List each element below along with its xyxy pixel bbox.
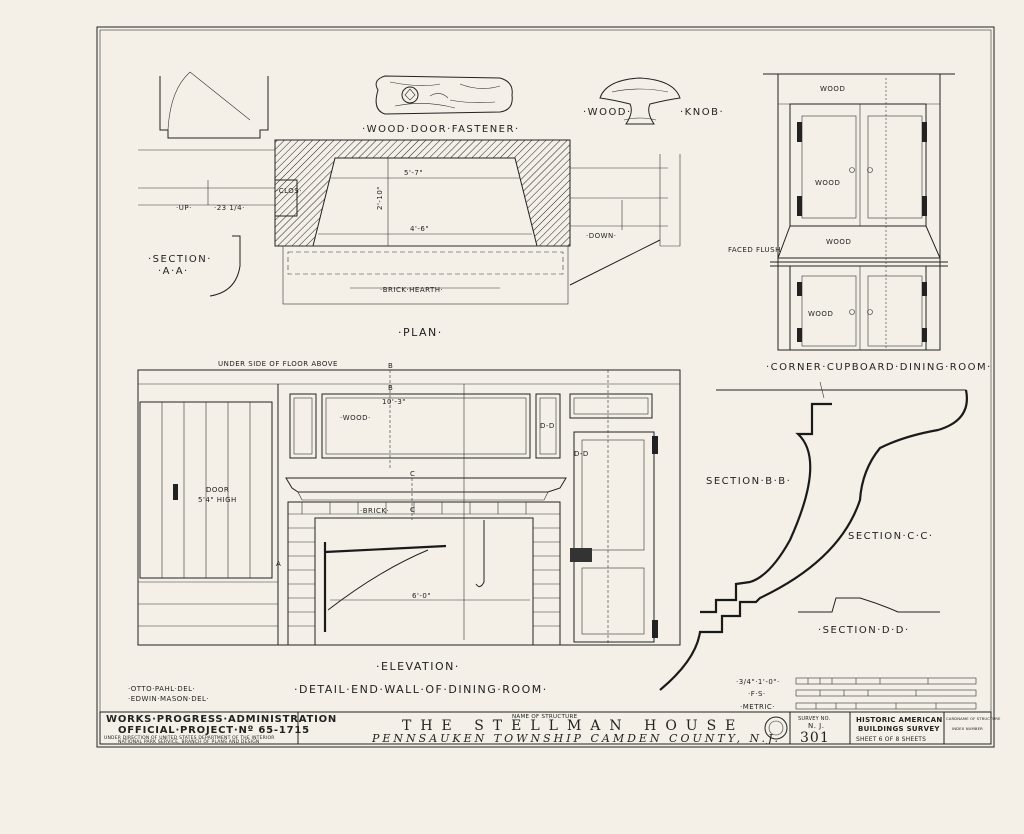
sheet-border <box>96 26 995 748</box>
wood-panel-label: ·WOOD· <box>340 414 371 422</box>
delineator-1: ·OTTO·PAHL·DEL· <box>128 685 195 693</box>
door-high-label: 5'4" HIGH <box>198 496 237 504</box>
section-bb-label: SECTION·B·B· <box>706 476 791 487</box>
index-caption-2: INDEX NUMBER <box>952 726 983 731</box>
agency-line-2: OFFICIAL·PROJECT·Nº 65-1715 <box>118 725 310 736</box>
agency-line-4: NATIONAL PARK SERVICE, BRANCH OF PLANS A… <box>118 739 259 745</box>
down-label: ·DOWN· <box>586 232 617 240</box>
faced-flush-label: FACED FLUSH <box>728 246 781 254</box>
cupboard-wood-low-label: WOOD <box>808 310 833 318</box>
section-aa-sub-label: ·A·A· <box>158 266 189 277</box>
section-aa-label: ·SECTION· <box>148 254 212 265</box>
structure-name-caption: NAME OF STRUCTURE <box>512 714 578 720</box>
sheet-number: SHEET 6 OF 8 SHEETS <box>856 736 926 743</box>
index-caption-1: CARDNAME OF STRUCTURE <box>946 716 1001 721</box>
scale-metric-label: ·METRIC· <box>740 703 775 711</box>
dd-mark-2: D-D <box>574 450 589 458</box>
elevation-dim-60: 6'-0" <box>412 592 431 600</box>
molding-sections-drawing <box>659 381 968 691</box>
dd-mark: D-D <box>540 422 555 430</box>
c-mark-2: C <box>410 506 415 514</box>
up-dim-label: ·23 1/4· <box>214 204 245 212</box>
elevation-label: ·ELEVATION· <box>376 660 460 673</box>
brick-hearth-label: ·BRICK·HEARTH· <box>380 286 443 294</box>
scale-fs-label: ·F·S· <box>748 690 766 698</box>
wood-knob-drawing <box>599 77 681 125</box>
agency-line-3: UNDER DIRECTION OF UNITED STATES DEPARTM… <box>104 735 275 741</box>
plan-dim-46: 4'-6" <box>410 225 429 233</box>
brick-label: ·BRICK· <box>360 507 389 515</box>
delineator-2: ·EDWIN·MASON·DEL· <box>128 695 209 703</box>
agency-line-1: WORKS·PROGRESS·ADMINISTRATION <box>106 714 337 725</box>
cupboard-wood-mid-label: WOOD <box>815 179 840 187</box>
elevation-dim-103: 10'-3" <box>382 398 406 406</box>
detail-end-wall-label: ·DETAIL·END·WALL·OF·DINING·ROOM· <box>294 683 548 696</box>
wood-door-fastener-drawing <box>375 75 513 115</box>
survey-number: 301 <box>800 730 830 746</box>
knob-label: ·KNOB· <box>680 107 724 118</box>
plan-dim-57: 5'-7" <box>404 169 423 177</box>
title-block <box>99 711 992 745</box>
b-mid-mark: B <box>388 384 393 392</box>
graphic-scales <box>795 677 977 710</box>
corner-cupboard-label: ·CORNER·CUPBOARD·DINING·ROOM· <box>766 362 992 373</box>
a-mark: A <box>276 560 281 568</box>
c-mark: C <box>410 470 415 478</box>
cupboard-wood-top-label: WOOD <box>820 85 845 93</box>
habs-line-1: HISTORIC AMERICAN <box>856 716 942 724</box>
plan-dim-210: 2'-10" <box>376 186 384 210</box>
scale-imperial-label: ·3/4"·1'-0"· <box>736 678 780 686</box>
structure-location: PENNSAUKEN TOWNSHIP CAMDEN COUNTY, N.J. <box>371 732 781 745</box>
cupboard-wood-shelf-label: WOOD <box>826 238 851 246</box>
plan-label: ·PLAN· <box>398 326 443 339</box>
b-top-mark: B <box>388 362 393 370</box>
wood-door-fastener-label: ·WOOD·DOOR·FASTENER· <box>362 124 520 135</box>
section-cc-label: SECTION·C·C· <box>848 531 934 542</box>
structure-name: THE STELLMAN HOUSE <box>402 718 744 734</box>
door-label: DOOR <box>206 486 229 494</box>
habs-line-2: BUILDINGS SURVEY <box>858 725 940 733</box>
survey-no-caption: SURVEY NO. <box>798 716 831 722</box>
clos-label: ·CLOS· <box>276 187 302 195</box>
plan-drawing <box>138 71 681 305</box>
under-side-label: UNDER SIDE OF FLOOR ABOVE <box>218 360 338 368</box>
sheet-inner-border <box>99 29 992 745</box>
up-label: ·UP· <box>176 204 192 212</box>
elevation-drawing <box>137 369 681 646</box>
corner-cupboard-drawing <box>763 73 955 351</box>
section-dd-label: ·SECTION·D·D· <box>818 625 910 636</box>
wood-label: ·WOOD· <box>583 107 632 118</box>
survey-state: N. J. <box>808 722 824 730</box>
